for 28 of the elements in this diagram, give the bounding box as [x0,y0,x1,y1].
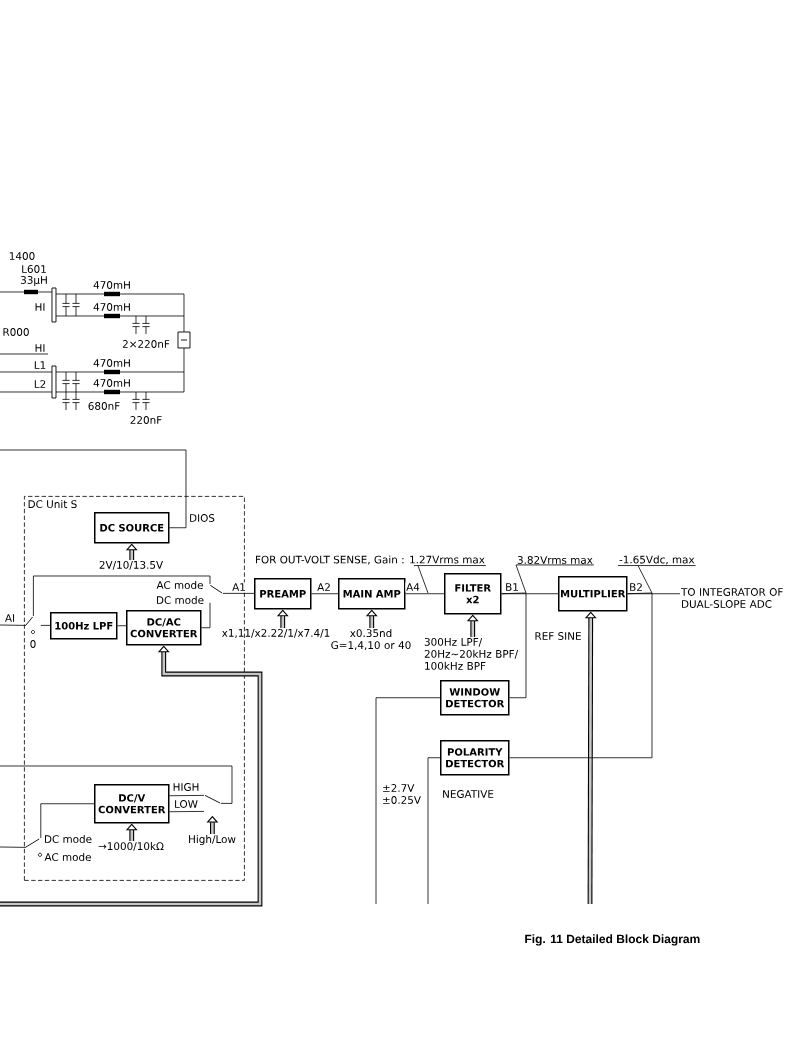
wire [427,757,441,905]
wire [405,593,445,595]
wire [0,846,27,848]
wire [222,593,255,594]
wire [201,602,211,629]
wire [509,592,653,759]
wire [311,593,339,595]
wire [33,575,211,617]
control-arrow [276,609,289,628]
wire [501,592,527,699]
leader-line [413,565,487,594]
control-arrow [0,645,263,907]
control-arrow [466,614,479,637]
wire [375,697,441,905]
leader-line [617,565,696,594]
switch-symbol [209,584,223,594]
wire [0,765,233,804]
wire [40,803,95,839]
switch-symbol [204,794,221,804]
switch-symbol [25,616,36,635]
leader-line [515,564,595,594]
wire [0,624,27,626]
wire [117,625,127,627]
wire [169,795,205,797]
wire [0,449,187,529]
wire [40,625,51,626]
switch-symbol [25,838,43,857]
wire [169,811,205,813]
